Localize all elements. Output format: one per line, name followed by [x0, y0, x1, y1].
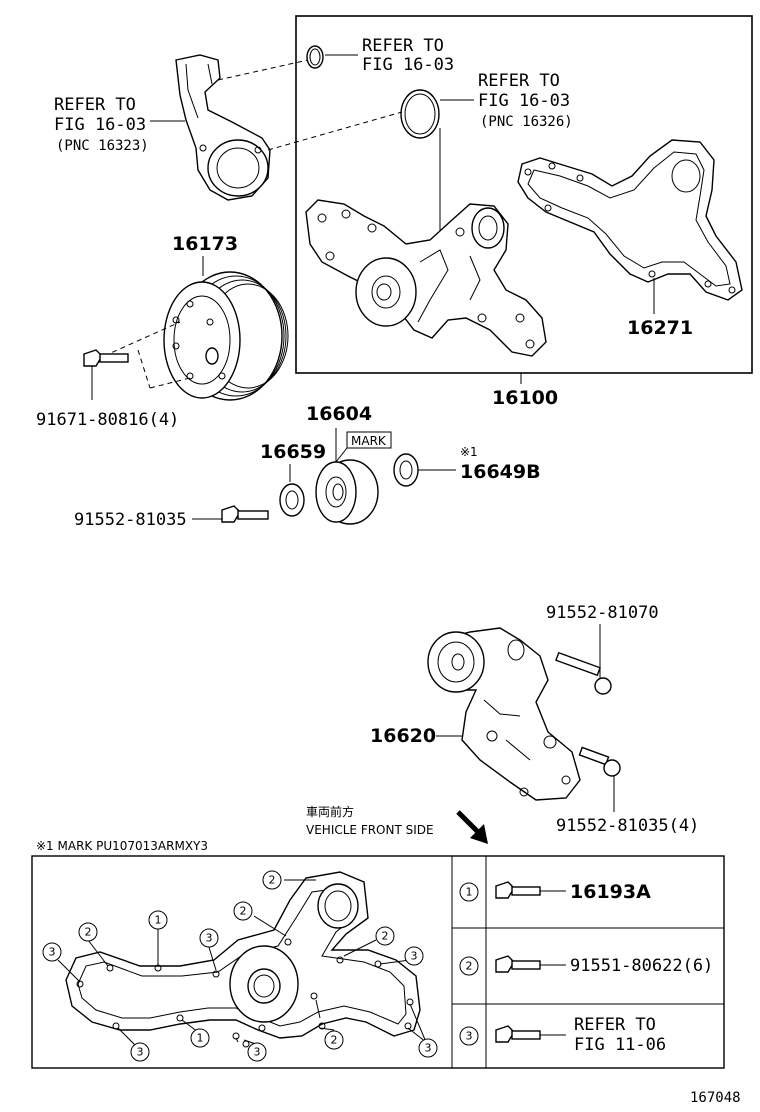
mark-note: ※1 MARK PU107013ARMXY3 — [36, 839, 208, 853]
bolt-icon — [495, 881, 541, 899]
label-16604: 16604 — [306, 403, 372, 425]
svg-text:2: 2 — [269, 874, 276, 887]
legend-num-1: 1 — [466, 886, 473, 899]
belt-tensioner — [427, 627, 581, 801]
front-arrow-icon — [456, 810, 488, 844]
label-91552-81035-4: 91552-81035(4) — [556, 816, 699, 836]
callout-2e: 2 — [324, 1030, 344, 1050]
legend-label-1: 16193A — [570, 881, 651, 903]
ref-oring-large-line1: REFER TO — [478, 71, 560, 91]
label-91671-80816: 91671-80816(4) — [36, 410, 179, 430]
svg-text:3: 3 — [425, 1042, 432, 1055]
callout-2b: 2 — [233, 901, 253, 921]
legend-label-3-line1: REFER TO — [574, 1015, 656, 1035]
legend-label-3-line2: FIG 11-06 — [574, 1035, 666, 1055]
assembly-16100-frame — [295, 15, 753, 374]
svg-text:3: 3 — [206, 932, 213, 945]
large-o-ring — [400, 89, 440, 139]
callout-2d: 2 — [78, 922, 98, 942]
svg-text:2: 2 — [240, 905, 247, 918]
label-16173: 16173 — [172, 233, 238, 255]
label-91552-81035: 91552-81035 — [74, 510, 187, 530]
svg-text:3: 3 — [254, 1046, 261, 1059]
idler-bolt — [221, 505, 269, 523]
label-16271: 16271 — [627, 317, 693, 339]
bolt-location-frame — [31, 855, 725, 1069]
ref-oring-small-line1: REFER TO — [362, 36, 444, 56]
callout-3d: 3 — [130, 1042, 150, 1062]
water-pump-body — [305, 199, 547, 357]
svg-text:1: 1 — [197, 1032, 204, 1045]
svg-text:1: 1 — [155, 914, 162, 927]
ref-inlet-line3: (PNC 16323) — [56, 138, 149, 154]
label-91552-81070: 91552-81070 — [546, 603, 659, 623]
callout-2c: 2 — [375, 926, 395, 946]
label-16649b: 16649B — [460, 461, 541, 483]
legend-row-2: 2 91551-80622(6) — [459, 955, 713, 976]
front-side-en: VEHICLE FRONT SIDE — [306, 823, 434, 837]
water-pump-gasket — [517, 139, 743, 301]
pump-bolt-location-view — [65, 871, 421, 1048]
ref-oring-small-line2: FIG 16-03 — [362, 55, 454, 75]
water-inlet-housing — [175, 54, 271, 201]
callout-3b: 3 — [199, 928, 219, 948]
legend-row-3: 3 REFER TO FIG 11-06 — [459, 1015, 666, 1055]
label-16620: 16620 — [370, 725, 436, 747]
pulley-bolt — [83, 349, 129, 367]
note-marker: ※1 — [460, 445, 478, 459]
ref-oring-large-line3: (PNC 16326) — [480, 114, 573, 130]
callout-2a: 2 — [262, 870, 282, 890]
tensioner-bolt-long — [555, 651, 612, 695]
label-16100: 16100 — [492, 387, 558, 409]
label-mark: MARK — [351, 434, 387, 448]
legend-row-1: 1 16193A — [459, 881, 651, 903]
legend-num-2: 2 — [466, 960, 473, 973]
callout-1a: 1 — [148, 910, 168, 930]
bolt-icon — [495, 955, 541, 973]
callout-3e: 3 — [247, 1042, 267, 1062]
ref-inlet-line2: FIG 16-03 — [54, 115, 146, 135]
idler-washer-16659 — [279, 483, 305, 517]
svg-text:2: 2 — [85, 926, 92, 939]
mark-box — [346, 431, 392, 449]
idler-pulley — [315, 459, 379, 525]
callout-3c: 3 — [42, 942, 62, 962]
callout-1b: 1 — [190, 1028, 210, 1048]
svg-text:3: 3 — [49, 946, 56, 959]
ref-oring-large-line2: FIG 16-03 — [478, 91, 570, 111]
callout-3a: 3 — [404, 946, 424, 966]
bolt-icon — [495, 1025, 541, 1043]
svg-text:3: 3 — [137, 1046, 144, 1059]
label-16659: 16659 — [260, 441, 326, 463]
svg-text:3: 3 — [411, 950, 418, 963]
svg-text:2: 2 — [382, 930, 389, 943]
legend-num-3: 3 — [466, 1030, 473, 1043]
ref-inlet-line1: REFER TO — [54, 95, 136, 115]
tensioner-bolt-short — [578, 746, 621, 777]
water-pump-pulley — [163, 271, 289, 401]
idler-cover-16649b — [393, 453, 419, 487]
front-side-jp: 車両前方 — [306, 804, 354, 819]
figure-id: 167048 — [690, 1090, 741, 1106]
svg-text:2: 2 — [331, 1034, 338, 1047]
legend-label-2: 91551-80622(6) — [570, 956, 713, 976]
callout-3f: 3 — [418, 1038, 438, 1058]
